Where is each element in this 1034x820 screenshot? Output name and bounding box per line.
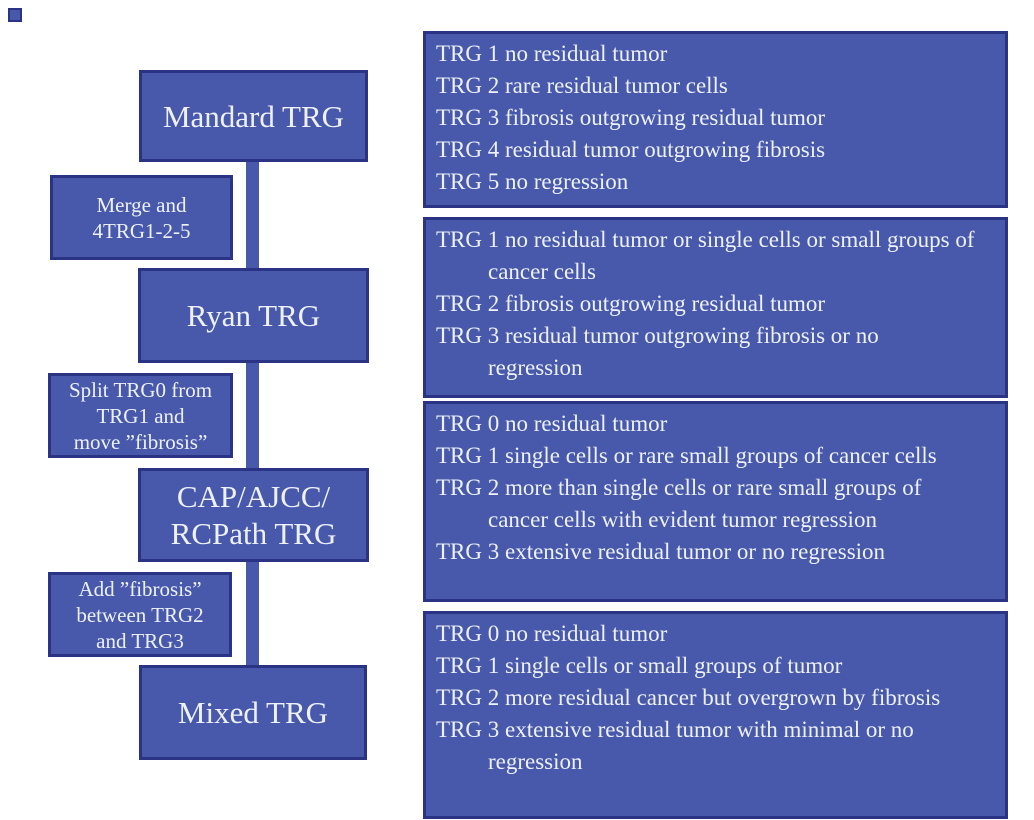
- trg-criterion: TRG 0 no residual tumor: [436, 411, 668, 436]
- trg-criterion: TRG 2 more than single cells or rare sma…: [436, 475, 922, 532]
- trg-criterion: TRG 1 single cells or rare small groups …: [436, 443, 937, 468]
- trg-criterion: TRG 5 no regression: [436, 169, 629, 194]
- text-line: between TRG2: [76, 602, 204, 627]
- trg-criterion: TRG 2 more residual cancer but overgrown…: [436, 685, 941, 710]
- text-line: Add ”fibrosis”: [78, 576, 202, 601]
- stage-box-cap-ajcc-rcpath-trg: CAP/AJCC/RCPath TRG: [138, 468, 369, 562]
- text-line: Mixed TRG: [177, 695, 329, 730]
- text-line: RCPath TRG: [170, 516, 337, 551]
- text-line: Split TRG0 from: [68, 377, 213, 402]
- trg-criterion: TRG 3 fibrosis outgrowing residual tumor: [436, 105, 826, 130]
- stage-box-mandard-trg: Mandard TRG: [139, 70, 368, 162]
- criteria-box-ryan: TRG 1 no residual tumor or single cells …: [423, 217, 1008, 398]
- trg-criterion: TRG 1 no residual tumor or single cells …: [436, 227, 975, 284]
- text-line: TRG1 and: [96, 403, 185, 428]
- trg-criterion: TRG 3 extensive residual tumor with mini…: [436, 717, 914, 774]
- trg-criterion: TRG 0 no residual tumor: [436, 621, 668, 646]
- text-line: move ”fibrosis”: [73, 429, 208, 454]
- text-line: Ryan TRG: [186, 298, 321, 333]
- trg-criterion: TRG 1 no residual tumor: [436, 41, 668, 66]
- stage-box-mixed-trg: Mixed TRG: [139, 665, 367, 760]
- stage-box-ryan-trg: Ryan TRG: [138, 268, 369, 363]
- trg-criterion: TRG 3 extensive residual tumor or no reg…: [436, 539, 886, 564]
- trg-criterion: TRG 3 residual tumor outgrowing fibrosis…: [436, 323, 879, 380]
- trg-criterion: TRG 1 single cells or small groups of tu…: [436, 653, 843, 678]
- timeline-connector-line: [246, 162, 259, 668]
- trg-criterion: TRG 4 residual tumor outgrowing fibrosis: [436, 137, 826, 162]
- trg-criterion: TRG 2 rare residual tumor cells: [436, 73, 728, 98]
- text-line: Mandard TRG: [162, 98, 345, 134]
- corner-mark: [8, 8, 22, 22]
- text-line: and TRG3: [96, 628, 184, 653]
- text-line: CAP/AJCC/: [176, 479, 331, 514]
- text-line: 4TRG1-2-5: [92, 218, 191, 243]
- trg-criterion: TRG 2 fibrosis outgrowing residual tumor: [436, 291, 826, 316]
- text-line: Merge and: [96, 192, 187, 217]
